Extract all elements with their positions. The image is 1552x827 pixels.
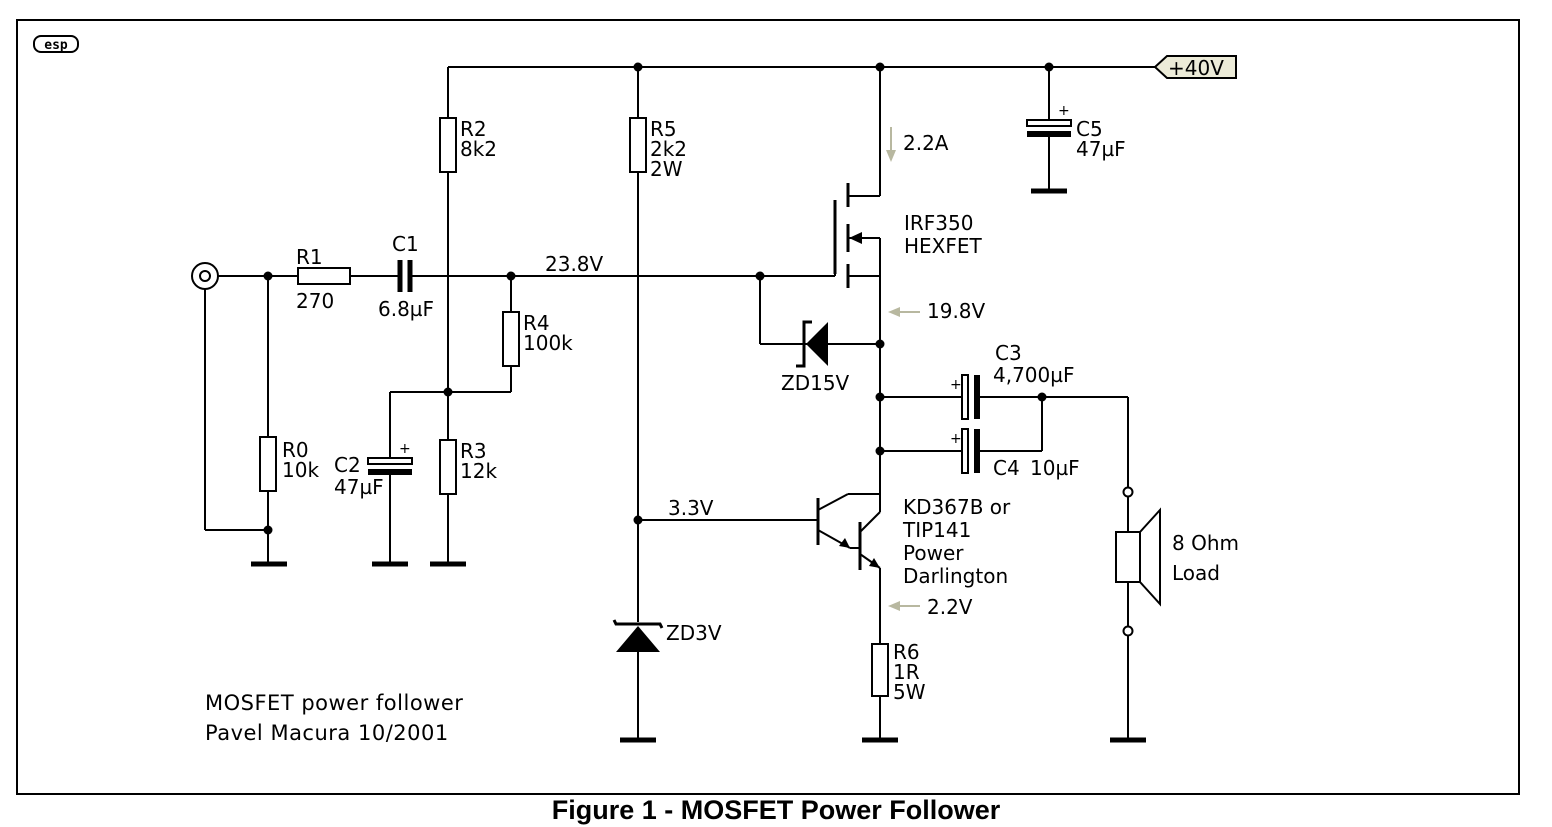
label-r5-ref: R5: [650, 117, 677, 141]
component-labels: R0 10k R1 270 R2 8k2 R3 12k R4 100k R5 2…: [282, 117, 1239, 704]
zener-diode-zd15v: [796, 320, 828, 368]
resistor-r0: [259, 436, 277, 492]
label-source-voltage: 19.8V: [927, 299, 986, 323]
label-darlington-line3: Power: [903, 541, 964, 565]
label-c4-ref: C4: [993, 456, 1020, 480]
darlington-transistor: [816, 493, 881, 570]
label-emitter-voltage: 2.2V: [927, 595, 973, 619]
esp-logo: esp: [33, 35, 79, 53]
label-r3-ref: R3: [460, 439, 487, 463]
label-r6-value: 1R: [893, 660, 920, 684]
junction-dots: [263, 62, 1054, 535]
zener-diode-zd3v: [612, 619, 664, 652]
label-c2-value: 47µF: [334, 475, 384, 499]
label-r0-ref: R0: [282, 438, 309, 462]
speaker-icon: [1115, 486, 1161, 637]
label-c5-value: 47µF: [1076, 137, 1126, 161]
label-r6-ref: R6: [893, 640, 920, 664]
resistor-r1: [297, 267, 351, 285]
label-r0-value: 10k: [282, 458, 319, 482]
label-r1-ref: R1: [296, 245, 323, 269]
note-author: Pavel Macura 10/2001: [205, 721, 449, 745]
label-zd15v: ZD15V: [781, 371, 850, 395]
resistor-r2: [439, 117, 457, 173]
svg-text:+: +: [399, 441, 411, 457]
label-darlington-line2: TIP141: [902, 518, 971, 542]
label-c1-value: 6.8µF: [378, 297, 434, 321]
svg-text:+: +: [950, 431, 962, 447]
note-title: MOSFET power follower: [205, 691, 463, 715]
label-r1-value: 270: [296, 289, 334, 313]
label-r3-value: 12k: [460, 459, 497, 483]
label-darlington-line1: KD367B or: [903, 495, 1011, 519]
figure-caption: Figure 1 - MOSFET Power Follower: [551, 795, 1001, 825]
capacitor-c1: [397, 260, 413, 292]
label-c3-ref: C3: [995, 341, 1022, 365]
label-c4-value: 10µF: [1030, 456, 1080, 480]
label-r4-value: 100k: [523, 331, 573, 355]
svg-text:esp: esp: [44, 38, 68, 53]
capacitor-c4: +: [950, 428, 980, 474]
label-c1-ref: C1: [392, 232, 419, 256]
input-connector-icon[interactable]: [191, 262, 219, 290]
label-c5-ref: C5: [1076, 117, 1103, 141]
svg-text:+: +: [950, 377, 962, 393]
resistor-r3: [439, 439, 457, 495]
capacitor-c5: +: [1026, 103, 1072, 137]
measurement-arrows: [886, 127, 920, 611]
label-r6-power: 5W: [893, 680, 926, 704]
ground-symbols: [251, 188, 1146, 743]
label-gate-voltage: 23.8V: [545, 252, 604, 276]
diagram-frame: [16, 19, 1520, 795]
label-r2-value: 8k2: [460, 137, 497, 161]
label-drain-current: 2.2A: [903, 131, 949, 155]
svg-text:+: +: [1058, 103, 1070, 119]
label-r5-power: 2W: [650, 157, 683, 181]
schematic-diagram: esp: [16, 19, 1520, 795]
label-c3-value: 4,700µF: [993, 363, 1074, 387]
label-base-voltage: 3.3V: [668, 496, 714, 520]
resistor-r6: [871, 643, 889, 697]
resistor-r5: [629, 117, 647, 173]
mosfet-irf350: [833, 183, 881, 288]
label-mosfet-type: HEXFET: [904, 234, 983, 258]
label-r4-ref: R4: [523, 311, 550, 335]
label-load-impedance: 8 Ohm: [1172, 531, 1239, 555]
label-darlington-line4: Darlington: [903, 564, 1008, 588]
svg-text:+40V: +40V: [1168, 56, 1224, 80]
label-zd3v: ZD3V: [666, 621, 722, 645]
resistor-r4: [502, 311, 520, 367]
label-mosfet-part: IRF350: [904, 211, 973, 235]
label-r2-ref: R2: [460, 117, 487, 141]
label-c2-ref: C2: [334, 453, 361, 477]
label-r5-value: 2k2: [650, 137, 687, 161]
label-load-text: Load: [1172, 561, 1220, 585]
capacitor-c2: +: [367, 441, 413, 475]
capacitor-c3: +: [950, 374, 980, 420]
supply-terminal: +40V: [1153, 55, 1237, 80]
